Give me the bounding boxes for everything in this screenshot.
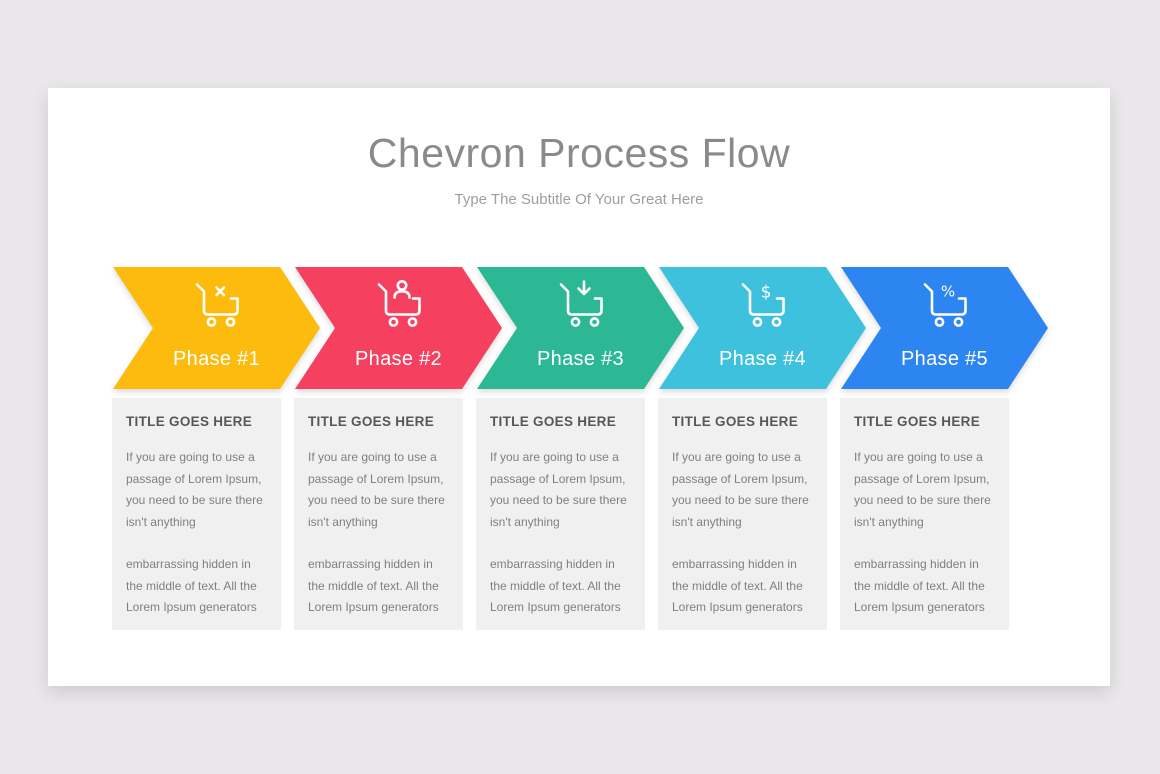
- card-phase-3: TITLE GOES HERE If you are going to use …: [476, 398, 645, 630]
- slide-title: Chevron Process Flow: [367, 130, 791, 176]
- chevron-phase-3: Phase #3: [477, 267, 684, 389]
- dollar-symbol: $: [760, 283, 771, 303]
- card-title: TITLE GOES HERE: [308, 414, 435, 429]
- cart-dollar-icon: $: [741, 283, 785, 327]
- chevron-phase-5: % Phase #5: [841, 267, 1048, 389]
- card-paragraph-2: embarrassing hidden in the middle of tex…: [126, 557, 257, 614]
- chevron-shape-3: Phase #3: [477, 267, 684, 389]
- card-paragraph-1: If you are going to use a passage of Lor…: [308, 450, 445, 529]
- card-paragraph-2: embarrassing hidden in the middle of tex…: [672, 557, 803, 614]
- card-title: TITLE GOES HERE: [854, 414, 981, 429]
- chevron-shape-4: $ Phase #4: [659, 267, 866, 389]
- card-phase-5: TITLE GOES HERE If you are going to use …: [840, 398, 1009, 630]
- card-paragraph-2: embarrassing hidden in the middle of tex…: [490, 557, 621, 614]
- slide-subtitle: Type The Subtitle Of Your Great Here: [454, 191, 704, 208]
- slide: Chevron Process Flow Type The Subtitle O…: [48, 88, 1110, 686]
- phase-label-4: Phase #4: [719, 348, 806, 370]
- card-title: TITLE GOES HERE: [126, 414, 253, 429]
- chevron-phase-1: Phase #1: [113, 267, 320, 389]
- chevron-shape-1: Phase #1: [113, 267, 320, 389]
- card-title: TITLE GOES HERE: [490, 414, 617, 429]
- percent-symbol: %: [940, 283, 954, 301]
- card-phase-4: TITLE GOES HERE If you are going to use …: [658, 398, 827, 630]
- card-paragraph-1: If you are going to use a passage of Lor…: [126, 450, 263, 529]
- card-phase-1: TITLE GOES HERE If you are going to use …: [112, 398, 281, 630]
- card-phase-2: TITLE GOES HERE If you are going to use …: [294, 398, 463, 630]
- card-paragraph-1: If you are going to use a passage of Lor…: [490, 450, 627, 529]
- card-paragraph-1: If you are going to use a passage of Lor…: [672, 450, 809, 529]
- chevron-phase-4: $ Phase #4: [659, 267, 866, 389]
- card-paragraph-2: embarrassing hidden in the middle of tex…: [308, 557, 439, 614]
- chevron-phase-2: Phase #2: [295, 267, 502, 389]
- card-paragraph-2: embarrassing hidden in the middle of tex…: [854, 557, 985, 614]
- cart-person-icon: [377, 280, 421, 327]
- card-title: TITLE GOES HERE: [672, 414, 799, 429]
- phase-label-5: Phase #5: [901, 348, 988, 370]
- phase-label-2: Phase #2: [355, 348, 442, 370]
- card-paragraph-1: If you are going to use a passage of Lor…: [854, 450, 991, 529]
- cart-x-icon: [195, 283, 239, 327]
- cart-download-icon: [559, 280, 603, 327]
- cart-percent-icon: %: [923, 283, 967, 327]
- chevron-shape-2: Phase #2: [295, 267, 502, 389]
- phase-label-1: Phase #1: [173, 348, 260, 370]
- phase-label-3: Phase #3: [537, 348, 624, 370]
- chevron-row: Phase #1 Phase #2: [48, 267, 1110, 389]
- chevron-shape-5: % Phase #5: [841, 267, 1048, 389]
